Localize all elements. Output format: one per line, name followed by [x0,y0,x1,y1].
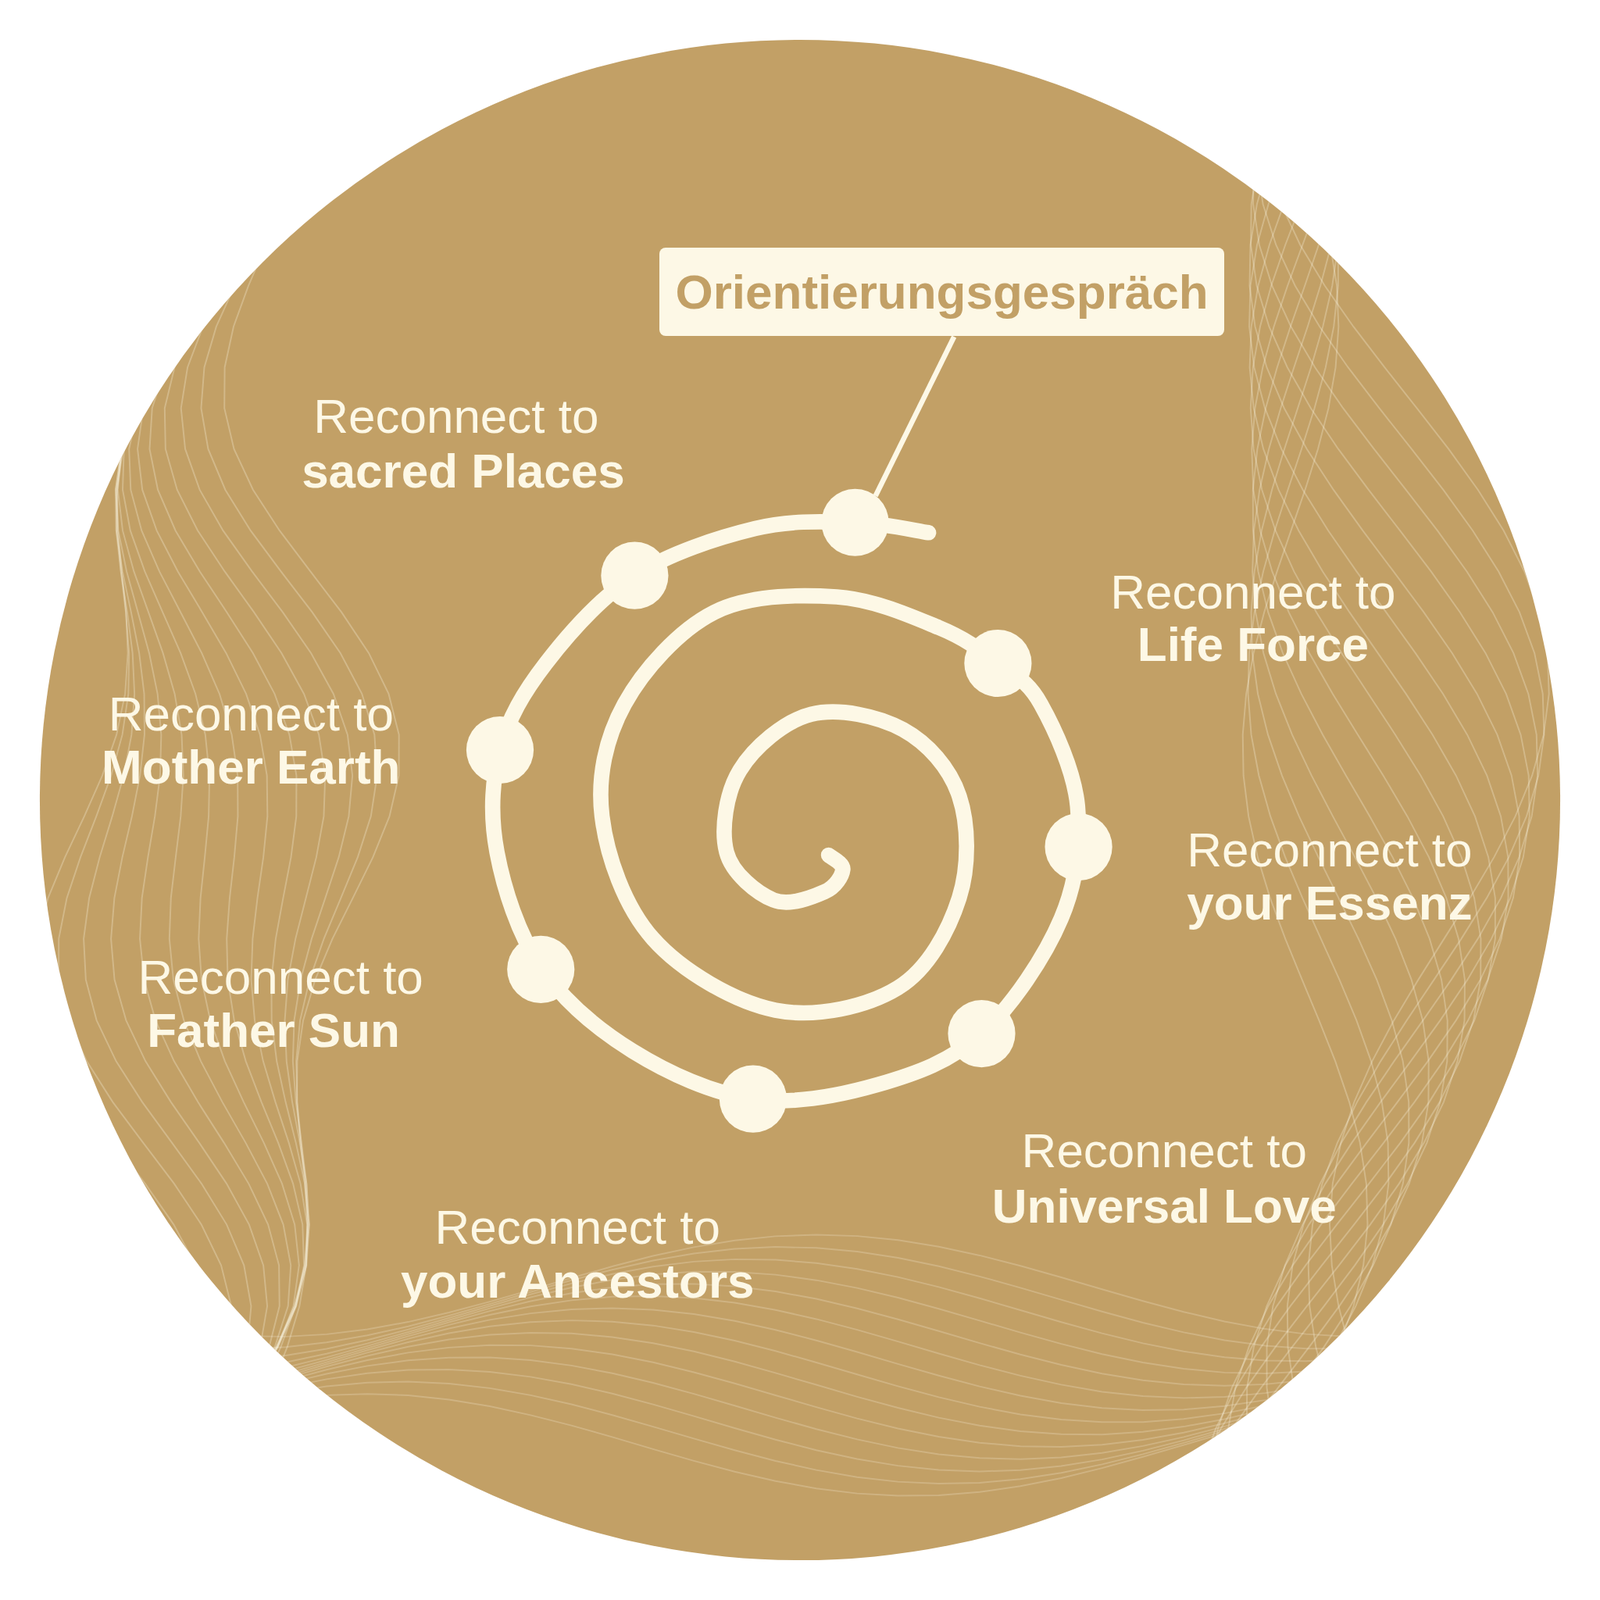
wave-line [1165,0,1447,1593]
wave-line [0,1296,1593,1398]
wave-line [83,0,251,1593]
wave-line [0,1357,1593,1459]
spiral-dot [1044,813,1112,881]
stage-name: your Essenz [1186,878,1472,928]
leader-line [875,336,955,497]
stage-name: Mother Earth [101,742,400,792]
spiral-dot [466,716,534,784]
wave-line [0,1381,1593,1484]
stage-prefix: Reconnect to [1186,825,1472,875]
stage-prefix: Reconnect to [108,689,394,739]
wave-line [1246,0,1520,1593]
spiral-dot [821,489,889,557]
wave-line [117,0,292,1593]
wave-line [0,1246,1593,1350]
spiral-dot [600,542,668,610]
wave-line [33,0,211,1593]
wave-line [137,0,308,1593]
wave-line [0,1307,1593,1410]
wave-line [1187,0,1368,1593]
stage-prefix: Reconnect to [1110,567,1396,617]
spiral [492,521,1079,1101]
wave-line [200,0,378,1593]
wave-line [1227,0,1508,1593]
stage-prefix: Reconnect to [313,392,599,441]
wave-line [1257,0,1545,1593]
wave-line [1193,0,1482,1593]
wave-line [1178,0,1465,1593]
wave-line [128,0,304,1593]
wave-line [0,1332,1593,1435]
stage-name: your Ancestors [400,1257,755,1306]
wave-line [1160,0,1429,1593]
wave-line [0,1393,1593,1496]
stage-prefix: Reconnect to [435,1203,721,1252]
wave-line [115,0,281,1593]
wave-line [1261,0,1550,1593]
wave-line [1253,0,1538,1593]
wave-line [1250,0,1530,1593]
spiral-dot [964,629,1032,697]
stage-name: Father Sun [146,1006,400,1055]
wave-line [1173,0,1390,1593]
wave-line [0,1320,1593,1422]
stage-name: Life Force [1137,620,1369,669]
spiral-dots [466,489,1113,1133]
wave-line [0,1271,1593,1374]
stage-name: sacred Places [301,446,625,496]
wave-line [110,0,268,1593]
wave-line [181,0,353,1593]
wave-line [0,1259,1593,1361]
wave-line [0,1344,1593,1447]
stage-prefix: Reconnect to [1021,1126,1308,1175]
spiral-dot [719,1065,787,1133]
wave-line [164,0,325,1593]
spiral-dot [507,935,575,1004]
wave-line [223,0,400,1593]
wave-line [58,0,233,1593]
callout-text: Orientierungsgespräch [675,267,1208,317]
stage-prefix: Reconnect to [138,953,424,1002]
stage-name: Universal Love [992,1182,1337,1231]
callout-box: Orientierungsgespräch [659,247,1224,336]
wave-line [0,1369,1593,1472]
wave-line [122,0,300,1593]
spiral-dot [947,1000,1015,1068]
